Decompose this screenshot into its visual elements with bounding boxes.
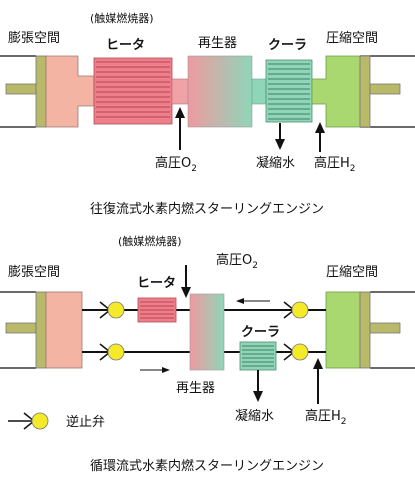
top-oxygen-label: 高圧O2: [155, 155, 197, 174]
bottom-hydrogen-label: 高圧H2: [305, 408, 347, 427]
top-caption: 往復流式水素内燃スターリングエンジン: [90, 201, 324, 217]
bottom-right-piston: [359, 291, 371, 369]
bottom-expansion-space: [45, 291, 83, 369]
bottom-catalyst-burner-label: (触媒燃焼器): [118, 234, 182, 248]
top-heater-label: ヒータ: [106, 38, 145, 53]
top-compression-space: [311, 55, 361, 128]
bottom-check-valve-upper-left: [99, 301, 125, 319]
bottom-hydrogen-inlet-arrowhead: [313, 358, 323, 369]
bottom-cooler-label: クーラ: [241, 325, 280, 340]
bottom-expansion-space-label: 膨張空間: [8, 265, 60, 280]
top-right-piston: [359, 55, 371, 128]
bottom-compression-space-label: 圧縮空間: [326, 264, 378, 280]
circulating-engine: (触媒燃焼器) 高圧O2 膨張空間 圧縮空間 ヒータ クーラ: [0, 234, 415, 474]
top-left-piston: [35, 55, 47, 128]
top-heater-connector: [171, 78, 189, 105]
legend-check-valve-label: 逆止弁: [66, 414, 105, 430]
bottom-check-valve-lower-left: [99, 343, 125, 361]
reciprocating-engine: 膨張空間 (触媒燃焼器) ヒータ 再生器 クーラ 圧縮空間: [0, 11, 415, 217]
top-oxygen-inlet-arrowhead: [175, 107, 185, 118]
top-expansion-space: [45, 55, 95, 128]
top-cooler-connector: [251, 78, 267, 105]
bottom-compression-space: [325, 291, 361, 369]
top-regenerator-label: 再生器: [198, 36, 237, 51]
bottom-right-piston-rod: [369, 322, 401, 334]
bottom-water-outlet-arrowhead: [253, 391, 263, 402]
bottom-regenerator-label: 再生器: [176, 381, 215, 396]
bottom-oxygen-inlet-arrowhead: [181, 287, 191, 298]
bottom-oxygen-label: 高圧O2: [216, 252, 258, 271]
bottom-left-piston: [35, 291, 47, 369]
bottom-cooler-tubes: [242, 345, 274, 367]
bottom-caption: 循環流式水素内燃スターリングエンジン: [90, 458, 324, 474]
bottom-check-valve-upper-right: [283, 301, 309, 319]
bottom-left-piston-rod: [5, 322, 37, 334]
top-heater: [93, 57, 173, 125]
top-cooler-label: クーラ: [268, 38, 307, 53]
top-catalyst-burner-label: (触媒燃焼器): [90, 11, 154, 25]
bottom-regenerator: [189, 293, 225, 371]
top-condensed-water-label: 凝縮水: [256, 155, 295, 171]
top-compression-space-label: 圧縮空間: [326, 30, 378, 46]
top-expansion-space-label: 膨張空間: [8, 31, 60, 46]
top-hydrogen-inlet-arrowhead: [315, 122, 325, 133]
legend-check-valve-symbol: [8, 412, 49, 430]
bottom-condensed-water-label: 凝縮水: [235, 408, 274, 424]
bottom-heater-label: ヒータ: [137, 276, 176, 291]
bottom-check-valve-lower-right: [283, 343, 309, 361]
bottom-flow-arrow-left: [236, 298, 270, 304]
top-right-piston-rod: [369, 83, 401, 95]
bottom-heater-tubes: [140, 301, 174, 319]
top-cooler-tubes: [268, 63, 310, 120]
top-water-outlet-arrowhead: [275, 139, 285, 150]
top-heater-tubes: [96, 61, 170, 118]
top-regenerator: [187, 55, 253, 128]
top-hydrogen-label: 高圧H2: [314, 155, 356, 174]
bottom-cooler: [239, 341, 277, 371]
bottom-flow-arrow-right: [140, 367, 170, 373]
top-cooler: [265, 59, 313, 123]
top-left-piston-rod: [5, 83, 37, 95]
